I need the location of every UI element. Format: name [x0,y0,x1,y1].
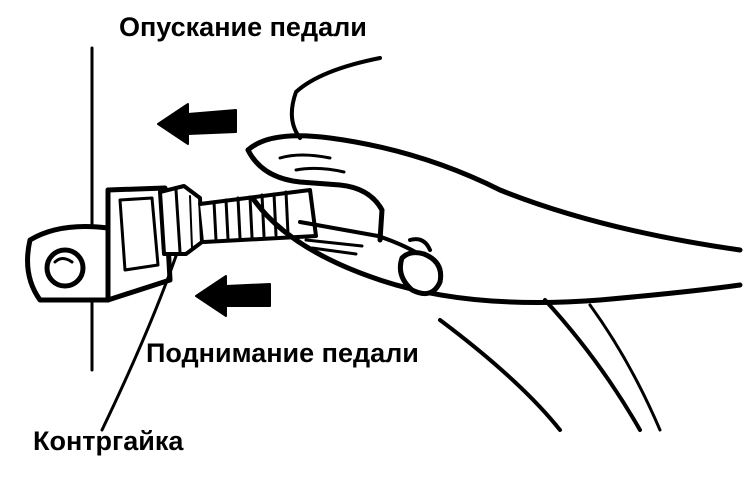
locknut-icon [158,184,204,256]
clevis-icon [25,185,173,303]
pedal-raise-label: Поднимание педали [146,338,419,368]
pedal-lower-label: Опускание педали [119,12,367,42]
pliers-icon [245,133,743,432]
arrow-left-icon [157,103,237,145]
threaded-rod-icon [198,188,318,244]
hand-outline [289,56,382,140]
locknut-label: Контргайка [33,426,184,456]
arrow-left-icon [195,275,271,317]
locknut-leader-line [100,254,178,432]
